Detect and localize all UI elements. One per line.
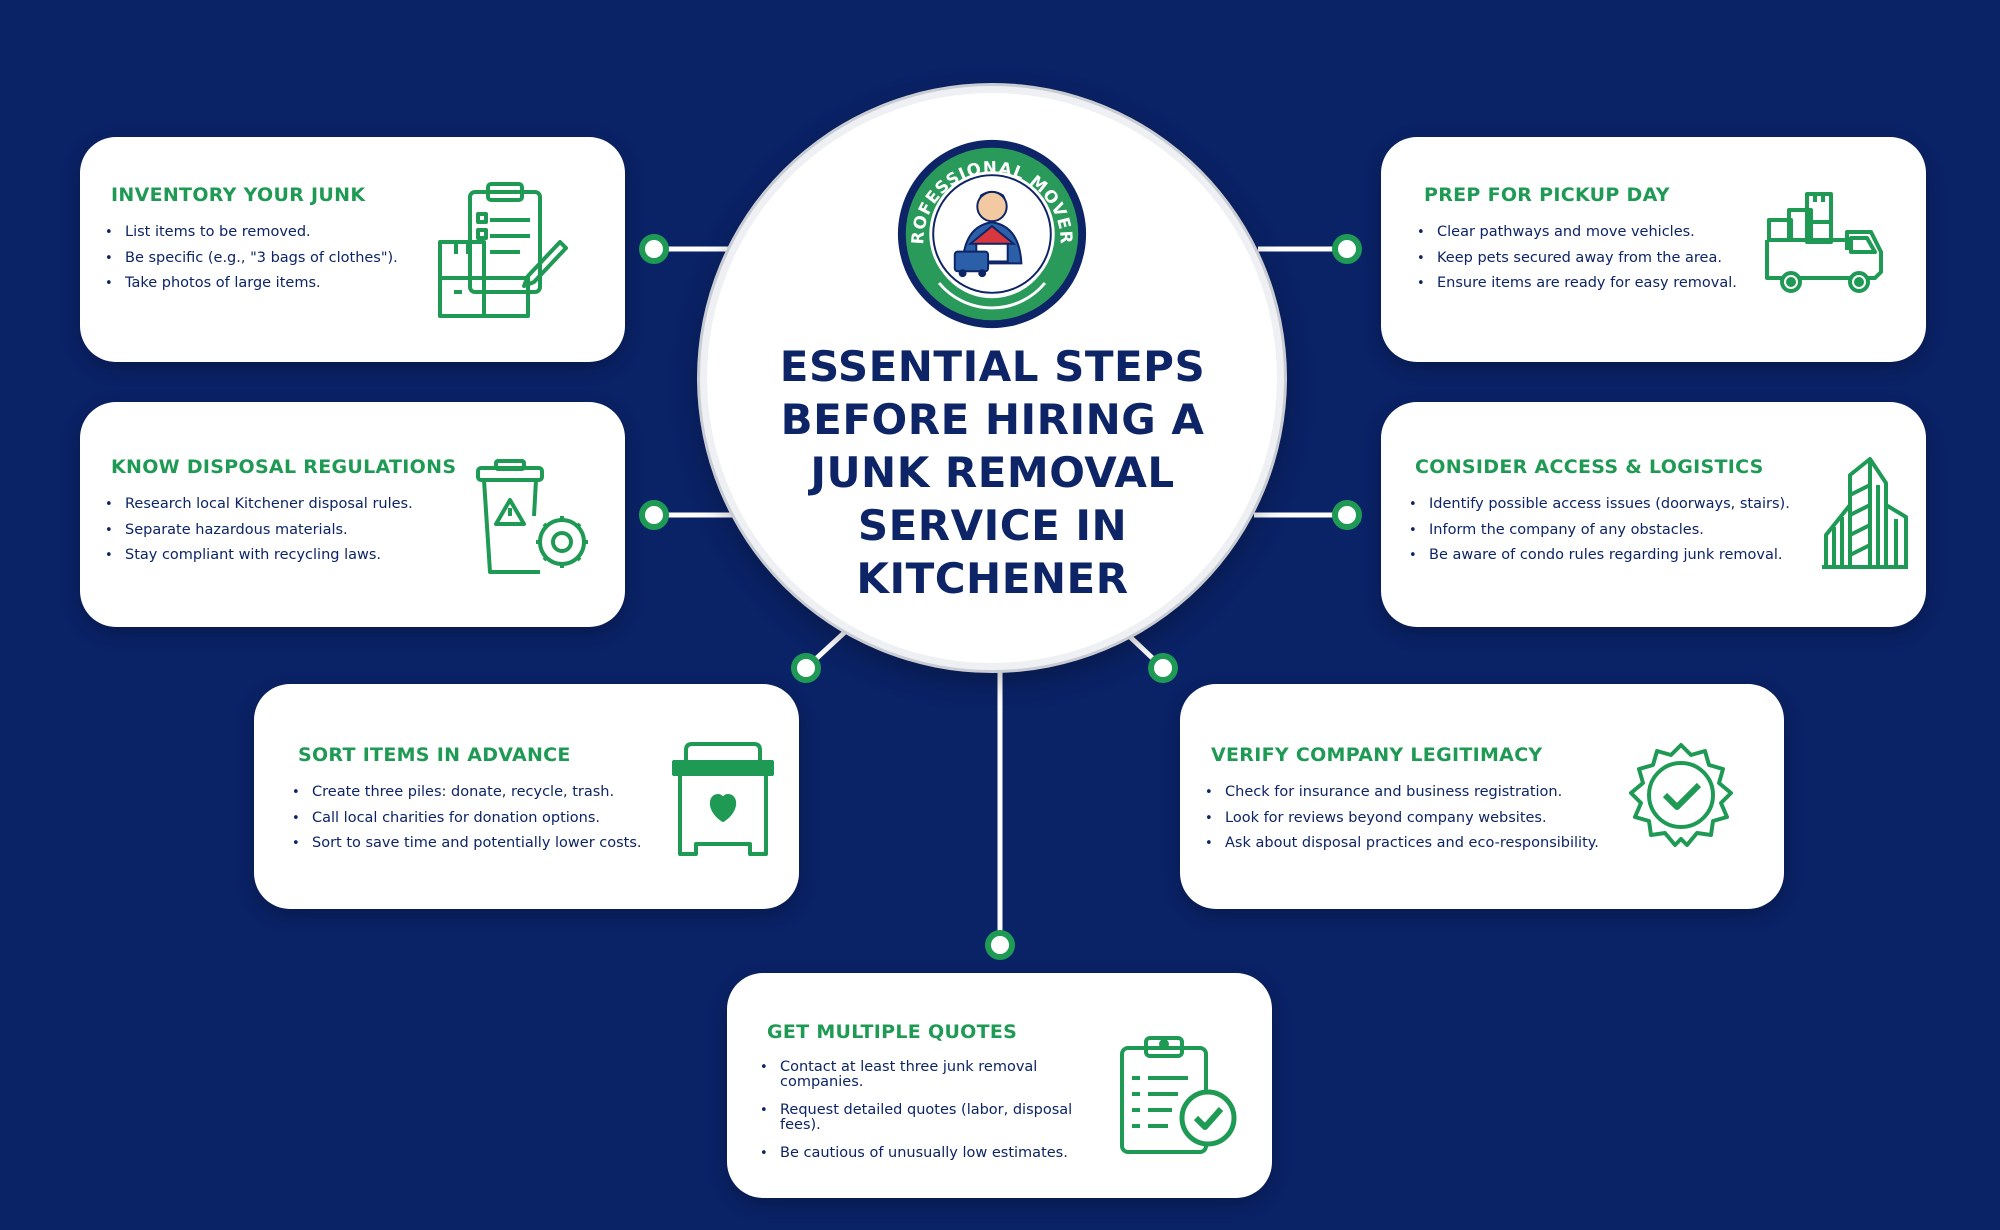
list-item: Stay compliant with recycling laws.: [103, 543, 413, 569]
list-item: Identify possible access issues (doorway…: [1407, 492, 1790, 518]
step-list-quotes: Contact at least three junk removal comp…: [758, 1060, 1088, 1174]
clipboard-check-icon: [1120, 1036, 1237, 1154]
truck-boxes-icon: [1765, 192, 1883, 293]
node-quotes: [985, 930, 1015, 960]
list-item: Check for insurance and business registr…: [1203, 780, 1599, 806]
list-item: Research local Kitchener disposal rules.: [103, 492, 413, 518]
trash-warning-gear-icon: [476, 459, 588, 574]
node-legitimacy: [1148, 653, 1178, 683]
step-list-regulations: Research local Kitchener disposal rules.…: [103, 492, 413, 569]
list-item: Ask about disposal practices and eco-res…: [1203, 831, 1599, 857]
list-item: Ensure items are ready for easy removal.: [1415, 271, 1737, 297]
node-sort: [791, 653, 821, 683]
node-pickup: [1332, 234, 1362, 264]
list-item: Contact at least three junk removal comp…: [758, 1060, 1088, 1090]
list-item: Clear pathways and move vehicles.: [1415, 220, 1737, 246]
list-item: Be aware of condo rules regarding junk r…: [1407, 543, 1790, 569]
step-title-pickup: PREP FOR PICKUP DAY: [1424, 184, 1670, 206]
list-item: List items to be removed.: [103, 220, 398, 246]
list-item: Sort to save time and potentially lower …: [290, 831, 642, 857]
list-item: Be cautious of unusually low estimates.: [758, 1146, 1088, 1162]
center-title: ESSENTIAL STEPS BEFORE HIRING A JUNK REM…: [779, 342, 1206, 603]
badge-check-icon: [1629, 743, 1733, 847]
step-list-pickup: Clear pathways and move vehicles. Keep p…: [1415, 220, 1737, 297]
node-access: [1332, 500, 1362, 530]
list-item: Keep pets secured away from the area.: [1415, 246, 1737, 272]
node-regulations: [639, 500, 669, 530]
step-title-regulations: KNOW DISPOSAL REGULATIONS: [111, 456, 457, 478]
step-list-sort: Create three piles: donate, recycle, tra…: [290, 780, 642, 857]
node-inventory: [639, 234, 669, 264]
list-item: Create three piles: donate, recycle, tra…: [290, 780, 642, 806]
building-icon: [1822, 457, 1908, 569]
professional-movers-logo: PROFESSIONAL MOVERS: [894, 136, 1087, 329]
step-title-quotes: GET MULTIPLE QUOTES: [767, 1021, 1018, 1043]
step-list-access: Identify possible access issues (doorway…: [1407, 492, 1790, 569]
donation-box-icon: [672, 742, 774, 856]
list-item: Take photos of large items.: [103, 271, 398, 297]
list-item: Call local charities for donation option…: [290, 806, 642, 832]
step-title-inventory: INVENTORY YOUR JUNK: [111, 184, 366, 206]
list-item: Look for reviews beyond company websites…: [1203, 806, 1599, 832]
list-item: Separate hazardous materials.: [103, 518, 413, 544]
step-list-inventory: List items to be removed. Be specific (e…: [103, 220, 398, 297]
step-title-access: CONSIDER ACCESS & LOGISTICS: [1415, 456, 1764, 478]
list-item: Be specific (e.g., "3 bags of clothes").: [103, 246, 398, 272]
clipboard-boxes-icon: [438, 182, 568, 318]
step-title-legitimacy: VERIFY COMPANY LEGITIMACY: [1211, 744, 1543, 766]
step-title-sort: SORT ITEMS IN ADVANCE: [298, 744, 571, 766]
step-list-legitimacy: Check for insurance and business registr…: [1203, 780, 1599, 857]
list-item: Request detailed quotes (labor, disposal…: [758, 1103, 1088, 1133]
list-item: Inform the company of any obstacles.: [1407, 518, 1790, 544]
